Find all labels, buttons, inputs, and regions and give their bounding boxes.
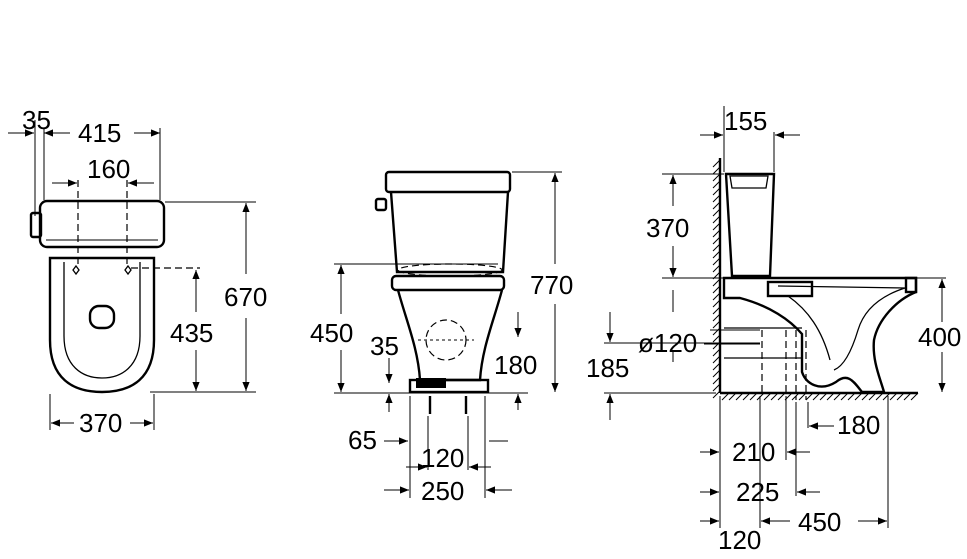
side-view-bowl bbox=[722, 276, 918, 394]
side-view-floor-hatch bbox=[721, 392, 919, 401]
wall-hatch-stroke bbox=[712, 334, 721, 343]
floor-hatch-stroke bbox=[812, 392, 821, 401]
dim-outlet-height-label: 185 bbox=[586, 353, 629, 383]
wall-hatch-stroke bbox=[712, 285, 721, 294]
wall-hatch-stroke bbox=[712, 278, 721, 287]
dim-hole-spacing-label: 160 bbox=[87, 154, 130, 184]
front-view-tank-lid bbox=[384, 170, 512, 194]
floor-hatch-stroke bbox=[798, 392, 807, 401]
wall-hatch-stroke bbox=[712, 327, 721, 336]
wall-hatch-stroke bbox=[712, 187, 721, 196]
front-view-seat bbox=[390, 274, 506, 292]
floor-hatch-stroke bbox=[721, 392, 730, 401]
wall-hatch-stroke bbox=[712, 369, 721, 378]
dim-fix-spacing-label: 120 bbox=[421, 443, 464, 473]
wall-hatch-stroke bbox=[712, 257, 721, 266]
wall-hatch-stroke bbox=[712, 173, 721, 182]
wall-hatch-stroke bbox=[712, 201, 721, 210]
dim-bowl-projection-label: 450 bbox=[798, 507, 841, 537]
wall-hatch-stroke bbox=[712, 348, 721, 357]
side-view-tank bbox=[724, 172, 776, 278]
wall-hatch-stroke bbox=[712, 180, 721, 189]
floor-hatch-stroke bbox=[735, 392, 744, 401]
wall-hatch-stroke bbox=[712, 306, 721, 315]
wall-hatch-stroke bbox=[712, 243, 721, 252]
front-view: 770 450 35 180 65 120 250 bbox=[310, 170, 573, 506]
floor-hatch-stroke bbox=[847, 392, 856, 401]
dim-total-height-label: 770 bbox=[530, 270, 573, 300]
floor-hatch-stroke bbox=[903, 392, 912, 401]
dim-tank-depth-label: 155 bbox=[724, 106, 767, 136]
front-view-pedestal bbox=[396, 289, 504, 382]
wall-hatch-stroke bbox=[712, 320, 721, 329]
dim-fix-offset-label: 65 bbox=[348, 425, 377, 455]
wall-hatch-stroke bbox=[712, 208, 721, 217]
dim-tank-height-label: 370 bbox=[646, 213, 689, 243]
wall-hatch-stroke bbox=[712, 229, 721, 238]
dim-fix-height-label: 35 bbox=[370, 331, 399, 361]
floor-hatch-stroke bbox=[728, 392, 737, 401]
dim-bowl-height-label: 400 bbox=[918, 322, 961, 352]
wall-hatch-stroke bbox=[712, 299, 721, 308]
dim-wall-to-outlet-inner-label: 180 bbox=[837, 410, 880, 440]
floor-hatch-stroke bbox=[819, 392, 828, 401]
dim-base-width-label: 250 bbox=[421, 476, 464, 506]
floor-hatch-stroke bbox=[854, 392, 863, 401]
floor-hatch-stroke bbox=[770, 392, 779, 401]
dim-depth-label: 670 bbox=[224, 282, 267, 312]
wall-hatch-stroke bbox=[712, 250, 721, 259]
wall-hatch-stroke bbox=[712, 383, 721, 392]
top-view: 35 415 160 670 435 370 bbox=[8, 105, 267, 438]
floor-hatch-stroke bbox=[896, 392, 905, 401]
wall-hatch-stroke bbox=[712, 362, 721, 371]
wall-hatch-stroke bbox=[712, 159, 721, 168]
dim-outlet-diameter-label: ø120 bbox=[638, 328, 697, 358]
top-view-bowl bbox=[48, 256, 156, 394]
wall-hatch-stroke bbox=[712, 292, 721, 301]
dim-seat-height-label: 450 bbox=[310, 318, 353, 348]
floor-hatch-stroke bbox=[833, 392, 842, 401]
dim-offset-label: 35 bbox=[22, 105, 51, 135]
wall-hatch-stroke bbox=[712, 166, 721, 175]
dim-wall-distance-c-label: 120 bbox=[718, 525, 761, 555]
floor-hatch-stroke bbox=[889, 392, 898, 401]
wall-hatch-stroke bbox=[712, 313, 721, 322]
dim-waste-height-label: 180 bbox=[494, 350, 537, 380]
front-view-tank bbox=[389, 191, 510, 274]
wall-hatch-stroke bbox=[712, 215, 721, 224]
floor-hatch-stroke bbox=[763, 392, 772, 401]
wall-hatch-stroke bbox=[712, 376, 721, 385]
wall-hatch-stroke bbox=[712, 264, 721, 273]
floor-hatch-stroke bbox=[749, 392, 758, 401]
side-view: 155 370 400 ø120 185 180 210 225 450 120 bbox=[586, 106, 961, 555]
floor-hatch-stroke bbox=[805, 392, 814, 401]
dim-width-label: 415 bbox=[78, 118, 121, 148]
dim-bowl-width-label: 370 bbox=[79, 408, 122, 438]
floor-hatch-stroke bbox=[840, 392, 849, 401]
wall-hatch-stroke bbox=[712, 355, 721, 364]
floor-hatch-stroke bbox=[742, 392, 751, 401]
floor-hatch-stroke bbox=[826, 392, 835, 401]
dim-wall-distance-a-label: 210 bbox=[732, 437, 775, 467]
wall-hatch-stroke bbox=[712, 390, 721, 399]
wall-hatch-stroke bbox=[712, 222, 721, 231]
floor-hatch-stroke bbox=[875, 392, 884, 401]
wall-hatch-stroke bbox=[712, 194, 721, 203]
floor-hatch-stroke bbox=[861, 392, 870, 401]
floor-hatch-stroke bbox=[777, 392, 786, 401]
dim-wall-distance-b-label: 225 bbox=[736, 477, 779, 507]
floor-hatch-stroke bbox=[910, 392, 919, 401]
dim-hole-depth-label: 435 bbox=[170, 318, 213, 348]
wall-hatch-stroke bbox=[712, 236, 721, 245]
floor-hatch-stroke bbox=[868, 392, 877, 401]
floor-hatch-stroke bbox=[882, 392, 891, 401]
